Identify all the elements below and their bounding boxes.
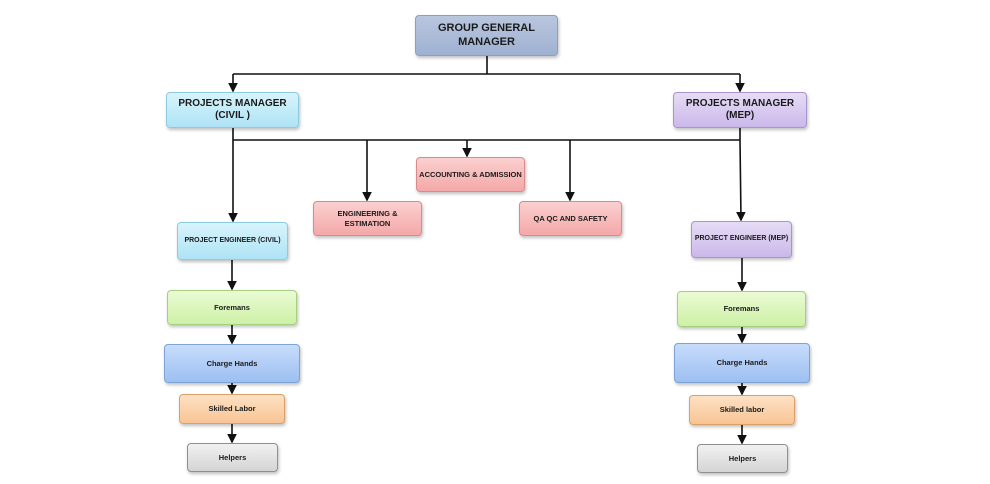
connector-gm (233, 56, 740, 75)
qa-qc-safety-box: QA QC AND SAFETY (519, 201, 622, 236)
projects-manager-civil-box: PROJECTS MANAGER (CIVIL ) (166, 92, 299, 128)
projects-manager-mep-box: PROJECTS MANAGER (MEP) (673, 92, 807, 128)
accounting-admission-box: ACCOUNTING & ADMISSION (416, 157, 525, 192)
foremans-civil-box: Foremans (167, 290, 297, 325)
charge-hands-civil-box: Charge Hands (164, 344, 300, 383)
engineering-estimation-box: ENGINEERING & ESTIMATION (313, 201, 422, 236)
project-engineer-mep-box: PROJECT ENGINEER (MEP) (691, 221, 792, 258)
skilled-labor-mep-box: Skilled labor (689, 395, 795, 425)
foremans-mep-box: Foremans (677, 291, 806, 327)
helpers-civil-box: Helpers (187, 443, 278, 472)
helpers-mep-box: Helpers (697, 444, 788, 473)
project-engineer-civil-box: PROJECT ENGINEER (CIVIL) (177, 222, 288, 260)
group-general-manager-box: GROUP GENERAL MANAGER (415, 15, 558, 56)
arrow-to-pe-mep (736, 139, 746, 222)
charge-hands-mep-box: Charge Hands (674, 343, 810, 383)
skilled-labor-civil-box: Skilled Labor (179, 394, 285, 424)
connector-bus (232, 128, 741, 141)
